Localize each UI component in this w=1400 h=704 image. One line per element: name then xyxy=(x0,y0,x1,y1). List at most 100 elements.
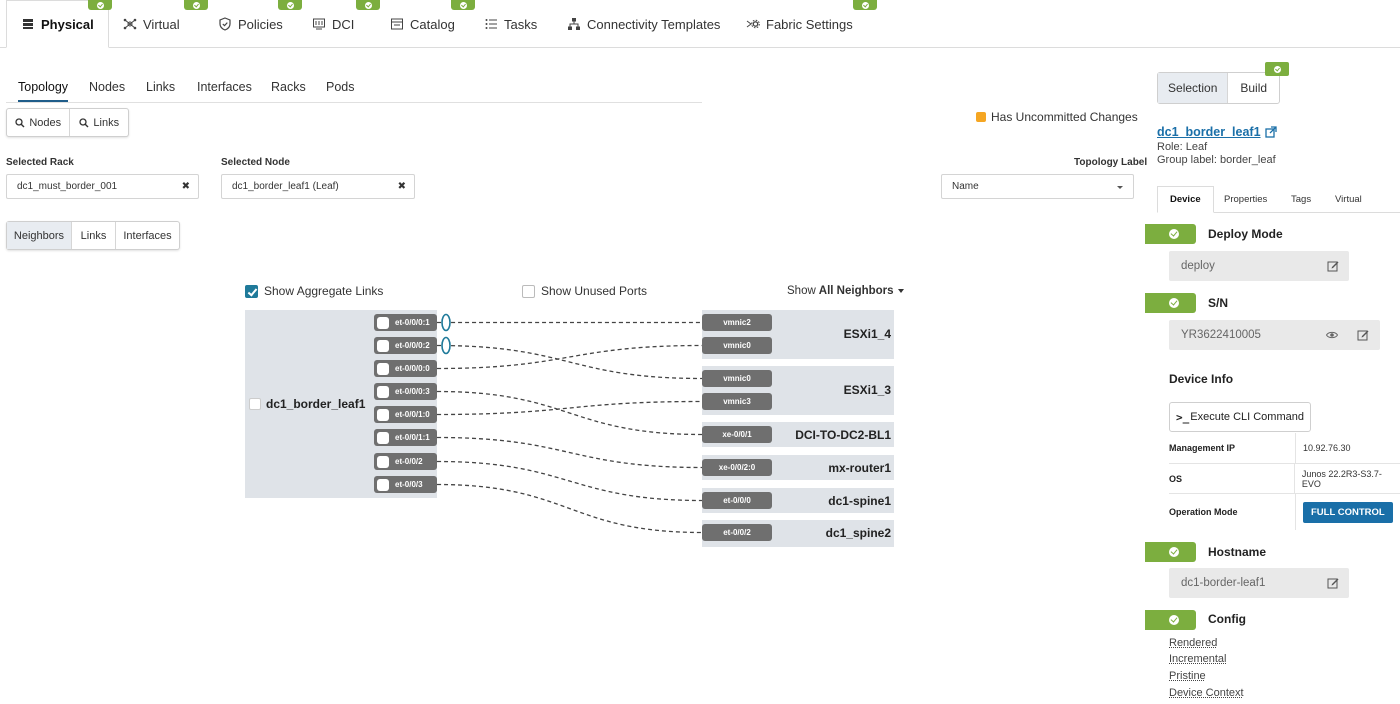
subtab-nodes[interactable]: Nodes xyxy=(89,80,126,94)
config-rendered-link[interactable]: Rendered xyxy=(1169,637,1218,649)
external-link-icon[interactable] xyxy=(1264,126,1277,138)
port-checkbox[interactable] xyxy=(377,408,389,421)
search-icon xyxy=(79,117,89,127)
topology-label-value: Name xyxy=(952,181,979,192)
neighbor-port[interactable]: vmnic0 xyxy=(702,337,772,354)
aggregate-link-marker[interactable] xyxy=(441,313,451,332)
view-neighbors-button[interactable]: Neighbors xyxy=(7,222,72,249)
tab-properties[interactable]: Properties xyxy=(1224,194,1268,205)
neighbor-port[interactable]: et-0/0/0 xyxy=(702,492,772,509)
neighbor-port[interactable]: vmnic2 xyxy=(702,314,772,331)
subtab-pods[interactable]: Pods xyxy=(326,80,355,94)
config-device-context-link[interactable]: Device Context xyxy=(1169,687,1244,699)
port-checkbox[interactable] xyxy=(377,385,389,398)
link-line[interactable] xyxy=(436,460,703,502)
kv-value: Junos 22.2R3-S3.7-EVO xyxy=(1293,464,1400,493)
leaf-port[interactable]: et-0/0/0:2 xyxy=(374,337,437,354)
tab-virtual[interactable]: Virtual xyxy=(123,0,180,48)
link-line[interactable] xyxy=(436,344,703,380)
tab-tags[interactable]: Tags xyxy=(1291,194,1312,205)
neighbor-name: ESXi1_3 xyxy=(843,383,891,397)
checkbox-checked[interactable] xyxy=(245,284,258,298)
device-role: Role: Leaf xyxy=(1157,141,1208,153)
selected-node-select[interactable]: dc1_border_leaf1 (Leaf) ✖ xyxy=(221,174,415,199)
topology-label-select[interactable]: Name xyxy=(941,174,1134,199)
subtab-topology[interactable]: Topology xyxy=(18,80,69,102)
tab-fabric-settings[interactable]: Fabric Settings xyxy=(746,0,853,48)
search-nodes-button[interactable]: Nodes xyxy=(7,109,71,136)
aggregate-link-marker[interactable] xyxy=(441,336,451,355)
tab-device[interactable]: Device xyxy=(1157,186,1214,213)
build-check-badge xyxy=(1265,62,1289,76)
neighbor-port[interactable]: et-0/0/2 xyxy=(702,524,772,541)
neighbor-port[interactable]: xe-0/0/1 xyxy=(702,426,772,443)
link-line[interactable] xyxy=(436,344,703,370)
leaf-port[interactable]: et-0/0/1:0 xyxy=(374,406,437,423)
port-checkbox[interactable] xyxy=(377,455,389,468)
clear-icon[interactable]: ✖ xyxy=(181,181,190,192)
subtab-links[interactable]: Links xyxy=(146,80,176,94)
caret-down-icon xyxy=(897,289,904,293)
port-checkbox[interactable] xyxy=(377,478,389,491)
tab-virtual-detail[interactable]: Virtual xyxy=(1335,194,1362,205)
subtab-racks[interactable]: Racks xyxy=(271,80,306,94)
execute-cli-button[interactable]: >_ Execute CLI Command xyxy=(1169,402,1311,432)
port-checkbox[interactable] xyxy=(377,316,389,329)
tab-label: Tasks xyxy=(504,16,538,32)
show-aggregate-links-checkbox[interactable]: Show Aggregate Links xyxy=(245,284,383,298)
terminal-icon: >_ xyxy=(1176,410,1190,424)
full-control-badge[interactable]: FULL CONTROL xyxy=(1303,501,1393,523)
port-checkbox[interactable] xyxy=(377,339,389,352)
link-line[interactable] xyxy=(436,390,703,436)
device-name-link[interactable]: dc1_border_leaf1 xyxy=(1157,125,1277,139)
selected-rack-label: Selected Rack xyxy=(6,157,74,168)
neighbor-port[interactable]: xe-0/0/2:0 xyxy=(702,459,772,476)
port-label: et-0/0/0:1 xyxy=(395,318,430,327)
tasks-icon xyxy=(485,19,497,29)
device-group-label: Group label: border_leaf xyxy=(1157,154,1276,166)
show-unused-ports-checkbox[interactable]: Show Unused Ports xyxy=(522,284,647,298)
port-checkbox[interactable] xyxy=(377,431,389,444)
build-tab[interactable]: Build xyxy=(1240,81,1268,95)
check-icon xyxy=(96,1,104,9)
node-checkbox[interactable] xyxy=(249,398,261,410)
config-incremental-link[interactable]: Incremental xyxy=(1169,653,1227,665)
edit-icon[interactable] xyxy=(1327,260,1339,272)
leaf-port[interactable]: et-0/0/2 xyxy=(374,453,437,470)
view-links-button[interactable]: Links xyxy=(72,222,116,249)
link-line[interactable] xyxy=(436,483,703,534)
selected-rack-select[interactable]: dc1_must_border_001 ✖ xyxy=(6,174,199,199)
leaf-port[interactable]: et-0/0/1:1 xyxy=(374,429,437,446)
edit-icon[interactable] xyxy=(1327,577,1339,589)
leaf-port[interactable]: et-0/0/0:0 xyxy=(374,360,437,377)
kv-os: OS Junos 22.2R3-S3.7-EVO xyxy=(1169,464,1400,494)
view-interfaces-button[interactable]: Interfaces xyxy=(123,229,172,242)
link-line[interactable] xyxy=(436,436,703,469)
eye-icon[interactable] xyxy=(1326,329,1338,341)
show-neighbors-dropdown[interactable]: Show All Neighbors xyxy=(787,285,904,297)
config-check-badge xyxy=(1145,610,1196,630)
clear-icon[interactable]: ✖ xyxy=(397,181,406,192)
leaf-port[interactable]: et-0/0/3 xyxy=(374,476,437,493)
neighbor-port[interactable]: vmnic0 xyxy=(702,370,772,387)
tab-catalog[interactable]: Catalog xyxy=(390,0,455,48)
tab-tasks[interactable]: Tasks xyxy=(484,0,537,48)
port-checkbox[interactable] xyxy=(377,362,389,375)
selection-tab[interactable]: Selection xyxy=(1158,73,1229,103)
config-title: Config xyxy=(1208,612,1246,626)
port-label: et-0/0/0:3 xyxy=(395,387,430,396)
tab-policies[interactable]: Policies xyxy=(218,0,283,48)
config-pristine-link[interactable]: Pristine xyxy=(1169,670,1206,682)
show-aggregate-label: Show Aggregate Links xyxy=(264,284,384,298)
link-line[interactable] xyxy=(436,400,703,416)
leaf-port[interactable]: et-0/0/0:3 xyxy=(374,383,437,400)
checkbox-unchecked[interactable] xyxy=(522,284,535,298)
search-links-button[interactable]: Links xyxy=(70,109,128,136)
edit-icon[interactable] xyxy=(1357,329,1369,341)
tab-connectivity-templates[interactable]: Connectivity Templates xyxy=(567,0,720,48)
leaf-port[interactable]: et-0/0/0:1 xyxy=(374,314,437,331)
subtab-interfaces[interactable]: Interfaces xyxy=(197,80,252,94)
neighbor-port[interactable]: vmnic3 xyxy=(702,393,772,410)
tab-dci[interactable]: DCI xyxy=(312,0,354,48)
kv-key: Management IP xyxy=(1169,443,1236,453)
